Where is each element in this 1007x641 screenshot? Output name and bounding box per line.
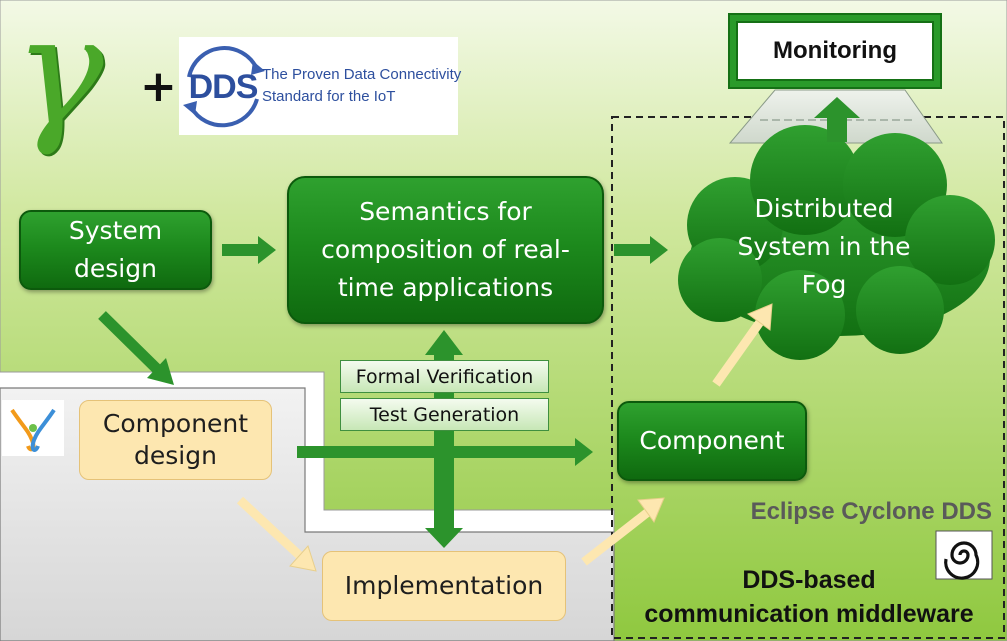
cyclone-dds-logo	[935, 530, 993, 580]
distributed-line2: System in the	[737, 232, 911, 261]
middleware-line2: communication middleware	[644, 600, 974, 628]
fog-cloud-shape	[678, 125, 995, 360]
system-design-line1: System	[68, 216, 163, 245]
arrow-component-design-to-component	[297, 438, 593, 466]
component-box: Component	[617, 401, 807, 481]
distributed-line3: Fog	[801, 270, 847, 299]
component-design-box: Component design	[79, 400, 272, 480]
dds-logo-block: DDS The Proven Data Connectivity Standar…	[179, 37, 462, 135]
dds-logo-circle-icon	[183, 46, 265, 128]
test-generation-badge: Test Generation	[340, 398, 549, 431]
semantics-line2: composition of real-	[321, 235, 570, 264]
component-tool-logo	[2, 400, 64, 456]
arrow-component-to-fog	[712, 303, 773, 387]
semantics-box: Semantics for composition of real- time …	[287, 176, 604, 324]
semantics-line1: Semantics for	[359, 197, 532, 226]
formal-verification-badge: Formal Verification	[340, 360, 549, 393]
gamma-logo: γ	[14, 0, 104, 159]
monitoring-box: Monitoring	[728, 13, 942, 89]
system-design-line2: design	[74, 254, 157, 283]
semantics-line3: time applications	[337, 273, 554, 302]
arrow-component-design-to-implementation	[236, 496, 317, 572]
arrow-system-to-semantics	[222, 236, 276, 264]
arrow-semantics-to-distributed	[614, 236, 668, 264]
middleware-line1: DDS-based	[742, 566, 876, 594]
component-design-line2: design	[134, 441, 217, 470]
implementation-label: Implementation	[344, 571, 544, 600]
test-generation-label: Test Generation	[369, 403, 520, 426]
distributed-line1: Distributed	[754, 194, 894, 223]
arrow-implementation-to-component	[581, 497, 665, 566]
arrow-fog-to-monitoring	[814, 97, 860, 142]
eclipse-cyclone-dds-label: Eclipse Cyclone DDS	[750, 498, 992, 525]
middleware-label: DDS-based communication middleware	[614, 563, 1004, 631]
component-label: Component	[639, 426, 785, 455]
monitoring-label: Monitoring	[773, 37, 897, 64]
arrow-system-to-component-design	[98, 311, 174, 385]
implementation-box: Implementation	[322, 551, 566, 621]
plus-sign: +	[140, 61, 177, 112]
system-design-box: System design	[19, 210, 212, 290]
component-design-line1: Component	[102, 409, 249, 438]
distributed-system-label: Distributed System in the Fog	[704, 190, 944, 304]
dds-tagline-line1: The Proven Data Connectivity	[262, 66, 462, 83]
dds-tagline-line2: Standard for the IoT	[262, 88, 396, 105]
dds-logo-text: DDS	[188, 68, 259, 106]
formal-verification-label: Formal Verification	[355, 365, 534, 388]
